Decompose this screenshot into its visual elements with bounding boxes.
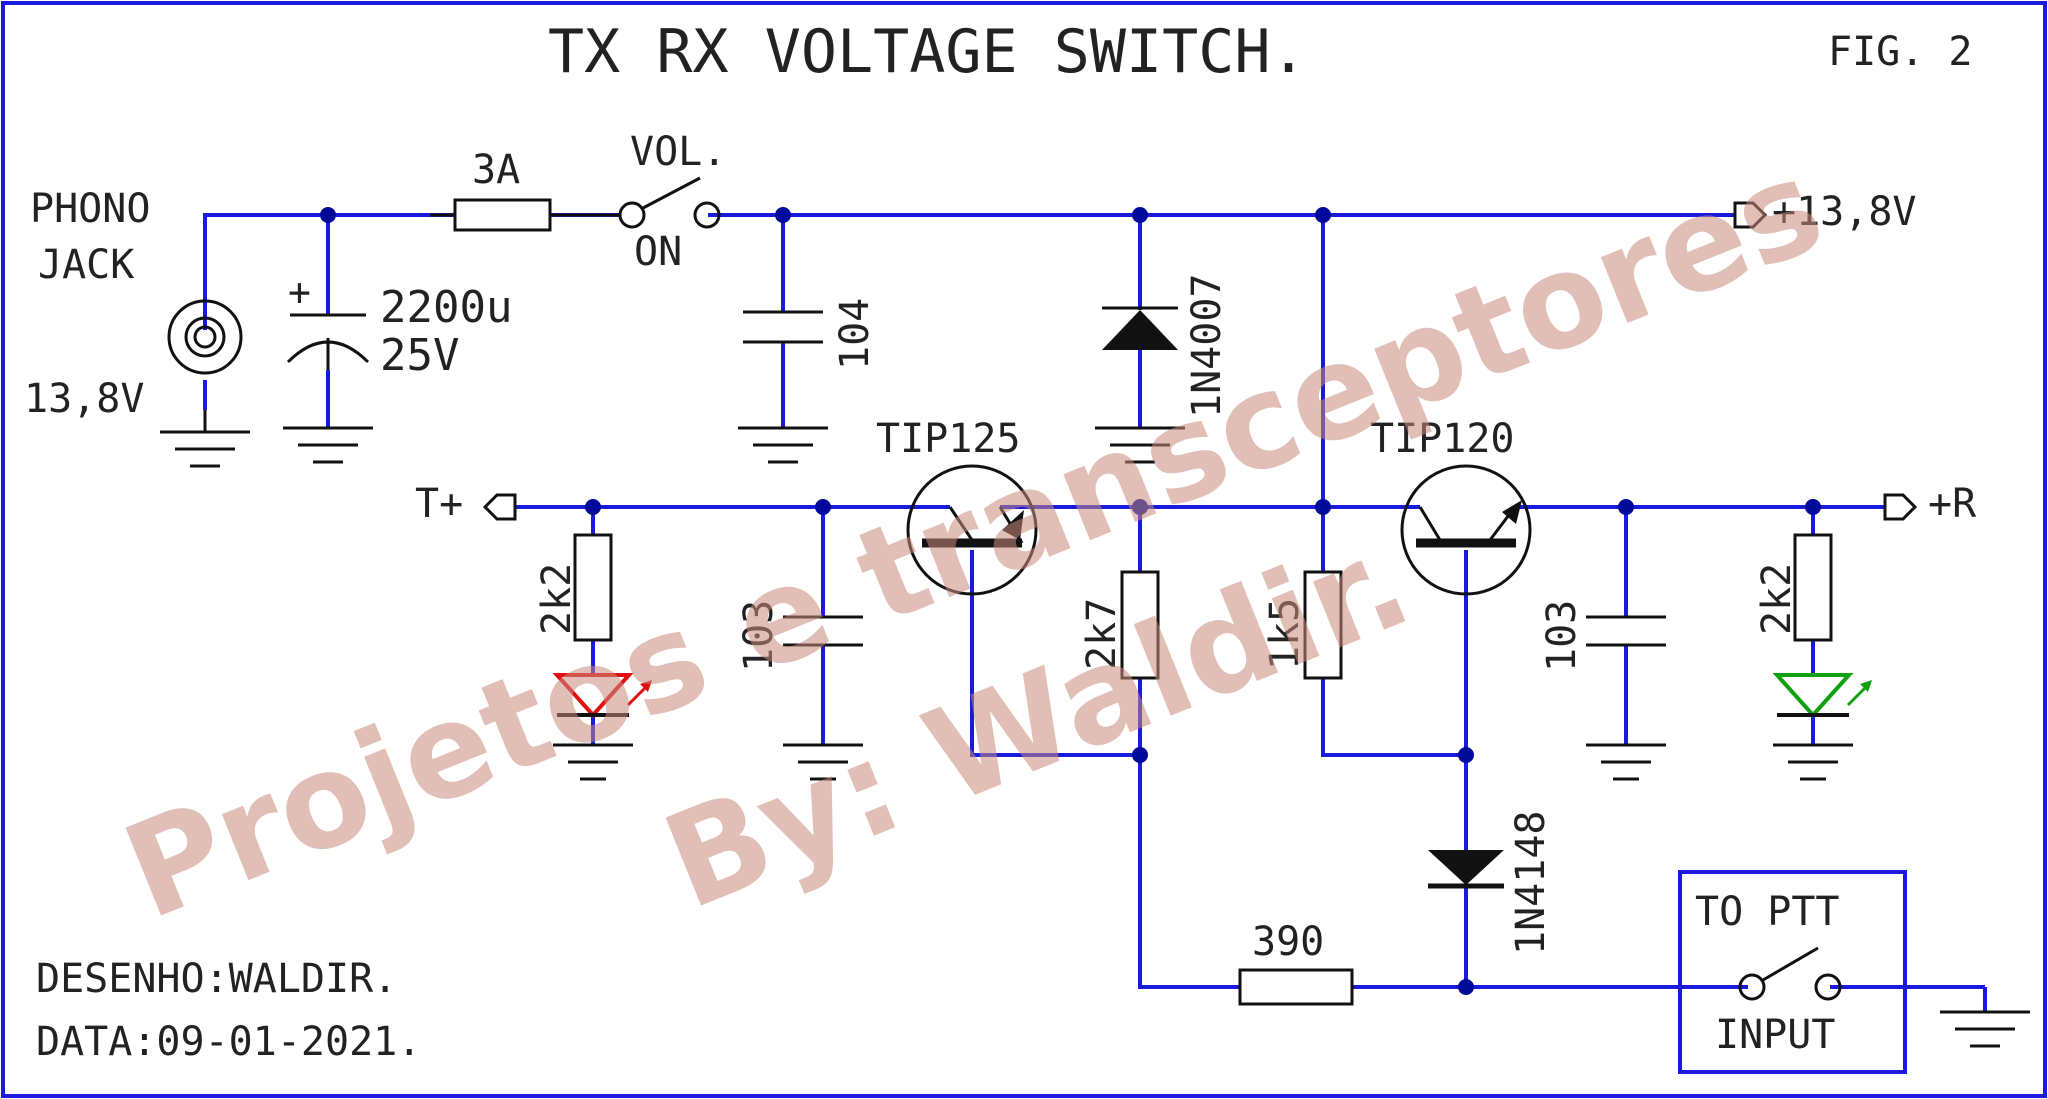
label-r-2k2-left: 2k2 <box>534 563 580 635</box>
resistor-2k2-right <box>1793 533 1833 642</box>
label-fuse: 3A <box>472 147 520 193</box>
label-cap-2200u: 2200u <box>380 282 512 333</box>
label-diode-1n4007: 1N4007 <box>1184 274 1230 419</box>
port-13v8-out <box>1733 201 1768 229</box>
label-c-103-left: 103 <box>736 600 782 672</box>
resistor-2k7 <box>1120 570 1160 680</box>
label-on: ON <box>634 229 682 275</box>
page-title: TX RX VOLTAGE SWITCH. <box>548 17 1307 87</box>
led-tx-red <box>552 673 652 718</box>
label-vin: 13,8V <box>24 376 144 422</box>
label-date: DATA:09-01-2021. <box>36 1019 421 1065</box>
label-diode-1n4148: 1N4148 <box>1508 811 1554 956</box>
label-r-plus: +R <box>1928 481 1977 527</box>
label-vout: +13,8V <box>1772 189 1917 235</box>
port-t-plus <box>482 493 517 521</box>
label-tip125: TIP125 <box>876 416 1021 462</box>
label-r-1k5: 1k5 <box>1262 598 1308 670</box>
transistor-tip125 <box>906 464 1038 596</box>
label-ptt-input: INPUT <box>1715 1012 1835 1058</box>
diode-1n4148 <box>1428 850 1504 889</box>
label-plus: + <box>288 270 311 314</box>
capacitor-104 <box>743 310 823 344</box>
led-rx-green <box>1772 673 1872 718</box>
figure-number: FIG. 2 <box>1828 29 1973 75</box>
label-c-103-right: 103 <box>1539 600 1585 672</box>
resistor-390 <box>1238 968 1354 1006</box>
junctions <box>320 207 1821 995</box>
power-switch <box>575 176 721 229</box>
port-r-plus <box>1883 493 1918 521</box>
label-vol: VOL. <box>630 129 726 175</box>
label-cap-25v: 25V <box>380 330 459 381</box>
capacitor-103-right <box>1586 615 1666 647</box>
label-phono: PHONO <box>30 186 150 232</box>
label-r-2k2-right: 2k2 <box>1754 563 1800 635</box>
label-jack: JACK <box>38 242 134 288</box>
capacitor-103-left <box>783 615 863 647</box>
label-r-2k7: 2k7 <box>1079 598 1125 670</box>
ground-symbols <box>160 410 2030 1048</box>
ptt-switch <box>1738 946 1842 1001</box>
label-r-390: 390 <box>1252 919 1324 965</box>
resistor-1k5 <box>1303 570 1343 680</box>
phono-jack <box>167 299 243 375</box>
label-tip120: TIP120 <box>1370 416 1515 462</box>
ptt-box <box>1678 870 1907 1074</box>
label-t-plus: T+ <box>415 481 463 527</box>
resistor-2k2-left <box>573 533 613 642</box>
label-author: DESENHO:WALDIR. <box>36 956 397 1002</box>
label-cap-104: 104 <box>832 298 878 370</box>
capacitor-2200u <box>286 313 370 370</box>
fuse <box>453 198 552 232</box>
transistor-tip120 <box>1400 464 1532 596</box>
label-ptt-to: TO PTT <box>1695 889 1840 935</box>
diode-1n4007 <box>1102 306 1178 350</box>
